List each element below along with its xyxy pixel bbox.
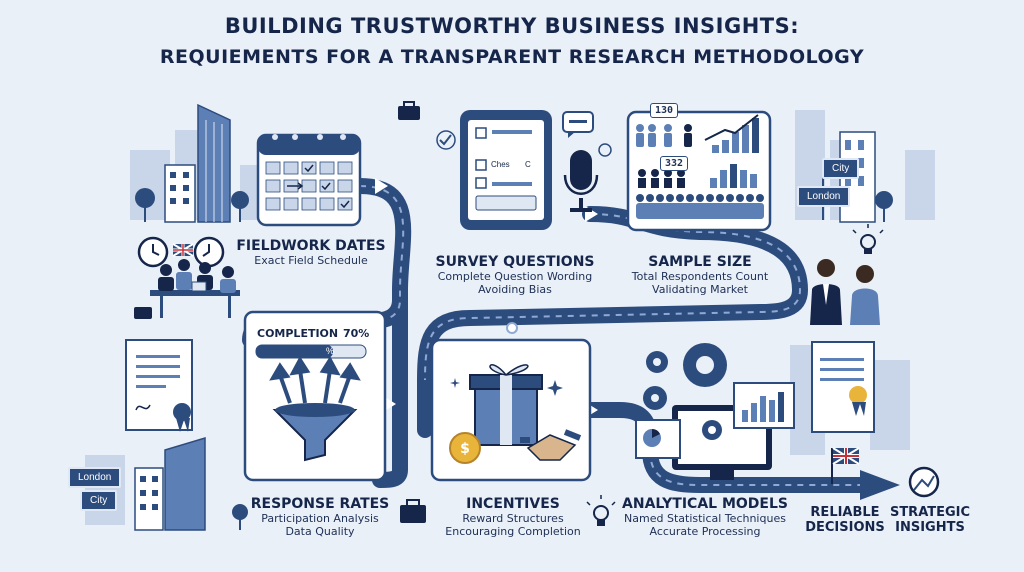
outcome-line: DECISIONS: [805, 520, 885, 535]
step-title: ANALYTICAL MODELS: [622, 496, 788, 512]
microphone-icon: [563, 150, 599, 212]
step-detail: Named Statistical Techniques: [624, 512, 786, 525]
monitor-icon: [635, 382, 795, 480]
step-detail: Data Quality: [285, 525, 355, 538]
briefcase-icon: [400, 499, 426, 523]
chevron-right-icon: [375, 178, 388, 194]
outcome-strategic-insights: STRATEGIC INSIGHTS: [880, 505, 980, 535]
business-people-icon: [810, 259, 880, 325]
step-sample-size: SAMPLE SIZE Total Respondents Count Vali…: [620, 254, 780, 296]
incentives-card: [430, 338, 592, 482]
step-detail: Exact Field Schedule: [254, 254, 368, 267]
outcome-line: RELIABLE: [810, 505, 880, 520]
survey-tablet-card: [436, 110, 552, 230]
outcome-reliable-decisions: RELIABLE DECISIONS: [795, 505, 895, 535]
sample-count-bottom: 332: [660, 156, 689, 171]
step-title: SAMPLE SIZE: [648, 254, 752, 270]
office-tower-left: [135, 103, 249, 223]
certificate-icon: [125, 339, 193, 432]
lightbulb-icon: [586, 495, 616, 526]
step-detail: Participation Analysis: [261, 512, 379, 525]
step-detail: Complete Question Wording: [437, 270, 593, 283]
step-detail: Total Respondents Count: [631, 270, 769, 283]
outcome-line: STRATEGIC: [889, 505, 971, 520]
uk-flag-icon: [831, 447, 860, 484]
step-fieldwork-dates: FIELDWORK DATES Exact Field Schedule: [236, 238, 386, 267]
briefcase-icon: [398, 101, 420, 120]
uk-flag-icon: [172, 243, 194, 257]
london-sign-left: London: [68, 467, 122, 488]
sample-card: [626, 110, 772, 232]
step-title: FIELDWORK DATES: [236, 238, 386, 254]
arrow-head-icon: [860, 470, 900, 500]
step-title: RESPONSE RATES: [250, 496, 390, 512]
step-detail: Encouraging Completion: [445, 525, 581, 538]
target-chart-icon: [908, 466, 940, 498]
certificate-icon: [811, 341, 875, 433]
team-meeting-icon: [150, 259, 240, 318]
response-rates-card: [243, 310, 387, 482]
outcome-line: INSIGHTS: [895, 520, 965, 535]
survey-option-2: C: [525, 160, 531, 169]
completion-label: COMPLETION: [257, 327, 339, 340]
step-detail: Reward Structures: [462, 512, 564, 525]
page-title: BUILDING TRUSTWORTHY BUSINESS INSIGHTS:: [224, 14, 800, 38]
step-response-rates: RESPONSE RATES Participation Analysis Da…: [250, 496, 390, 538]
london-sign: London: [797, 186, 851, 207]
sample-count-top: 130: [650, 103, 679, 118]
step-title: INCENTIVES: [466, 496, 560, 512]
completion-bar-text: %: [326, 346, 335, 356]
step-incentives: INCENTIVES Reward Structures Encouraging…: [438, 496, 588, 538]
step-detail: Accurate Processing: [649, 525, 761, 538]
step-survey-questions: SURVEY QUESTIONS Complete Question Wordi…: [425, 254, 605, 296]
completion-bar-fill: [256, 345, 333, 358]
step-title: SURVEY QUESTIONS: [435, 254, 595, 270]
info-dot-icon: [598, 143, 612, 157]
briefcase-icon: [134, 307, 152, 319]
city-sign: City: [822, 158, 860, 179]
gears-icon: [643, 343, 727, 410]
lightbulb-icon: [852, 224, 884, 254]
step-analytical-models: ANALYTICAL MODELS Named Statistical Tech…: [615, 496, 795, 538]
chat-bubble-icon: [562, 111, 594, 138]
page-subtitle: REQUIEMENTS FOR A TRANSPARENT RESEARCH M…: [159, 46, 865, 68]
city-sign-left: City: [80, 490, 118, 511]
completion-value: 70%: [343, 327, 370, 340]
calendar-card: [256, 133, 362, 227]
survey-option-1: Ches: [491, 160, 510, 169]
dollar-coin-icon: $: [460, 441, 470, 457]
path-node-icon: [506, 322, 518, 334]
clock-icon: [137, 236, 225, 268]
step-detail: Avoiding Bias: [478, 283, 552, 296]
step-detail: Validating Market: [652, 283, 748, 296]
